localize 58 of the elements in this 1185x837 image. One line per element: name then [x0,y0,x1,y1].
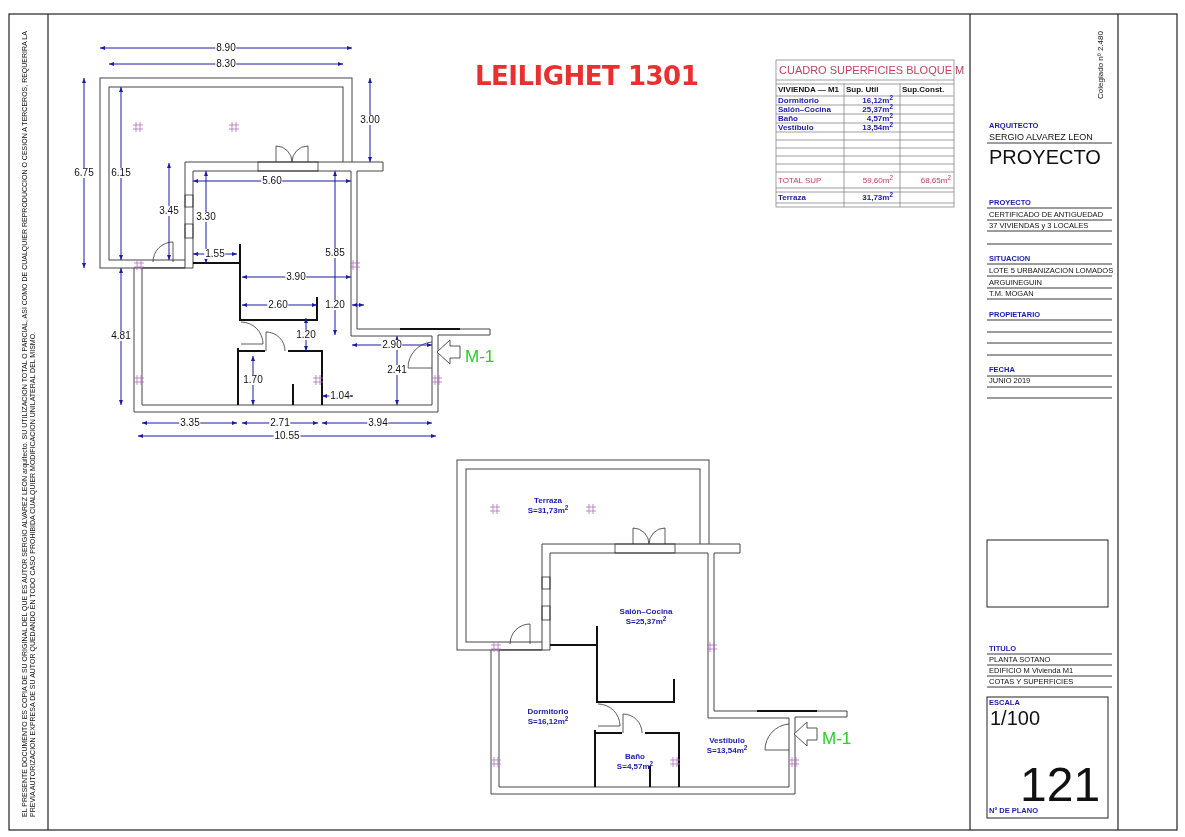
architect-name: SERGIO ALVAREZ LEON [989,132,1093,142]
table-cell: 16,12m$^{2}$ [862,97,893,105]
scale-value: 1/100 [990,708,1041,728]
plan-number: 121 [1020,761,1101,809]
room-name: Salón–Cocina [619,608,673,616]
table-cell: Dormitorio [778,97,819,105]
dimension-label: 6.75 [73,168,95,178]
table-cell: 25,37m$^{2}$ [862,106,893,114]
room-area: S=13,54m$^{2}$ [706,747,748,755]
dimension-label: 3.30 [195,212,217,222]
dimension-label: 4.81 [110,331,132,341]
room-area: S=16,12m$^{2}$ [527,718,569,726]
dimension-label: 1.55 [204,249,226,259]
dimension-label: 1.20 [324,300,346,310]
dimension-label: 2.90 [381,340,403,350]
table-cell: Baño [778,115,798,123]
room-name: Vestíbulo [709,737,745,745]
table-header: VIVIENDA — M1 [778,86,840,94]
dimension-label: 8.30 [215,59,237,69]
entrance-mark: M-1 [465,347,495,365]
table-cell: 4,57m$^{2}$ [866,115,893,123]
room-area: S=31,73m$^{2}$ [527,507,569,515]
dimension-label: 3.45 [158,206,180,216]
dimension-label: 8.90 [215,43,237,53]
entrance-mark: M-1 [822,729,852,747]
room-name: Baño [625,753,645,761]
table-cell: 68,65m$^{2}$ [920,177,951,185]
room-area: S=25,37m$^{2}$ [625,618,667,626]
table-title: CUADRO SUPERFICIES BLOQUE M [779,64,965,76]
dimension-label: 10.55 [273,431,301,441]
drawing-title: LEILIGHET 1301 [475,63,699,89]
room-name: Terraza [534,497,562,505]
table-cell: 13,54m$^{2}$ [862,124,893,132]
dimension-label: 3.00 [359,115,381,125]
table-cell: 31,73m$^{2}$ [862,194,893,202]
dimension-label: 2.60 [267,300,289,310]
dimension-label: 2.71 [269,418,291,428]
registration-number: Colegiado nº 2.480 [1097,31,1105,99]
project-heading: PROYECTO [989,147,1101,167]
table-cell: Vestíbulo [778,124,814,132]
table-cell: 59,60m$^{2}$ [862,177,893,185]
dimension-label: 1.04 [329,391,351,401]
dimension-label: 1.70 [242,375,264,385]
table-cell: TOTAL SUP [778,177,822,185]
dimension-label: 2.41 [386,365,408,375]
dimension-label: 5.60 [261,176,283,186]
dimension-label: 1.20 [295,330,317,340]
room-area: S=4,57m$^{2}$ [616,763,654,771]
room-name: Dormitorio [527,708,569,716]
table-cell: Salón–Cocina [778,106,831,114]
table-cell: Terraza [778,194,806,202]
dimension-label: 6.15 [110,168,132,178]
dimension-label: 3.90 [285,272,307,282]
table-header: Sup. Util [846,86,879,94]
dimension-label: 3.35 [179,418,201,428]
dimension-label: 5.85 [324,248,346,258]
table-header: Sup.Const. [902,86,945,94]
dimension-label: 3.94 [367,418,389,428]
